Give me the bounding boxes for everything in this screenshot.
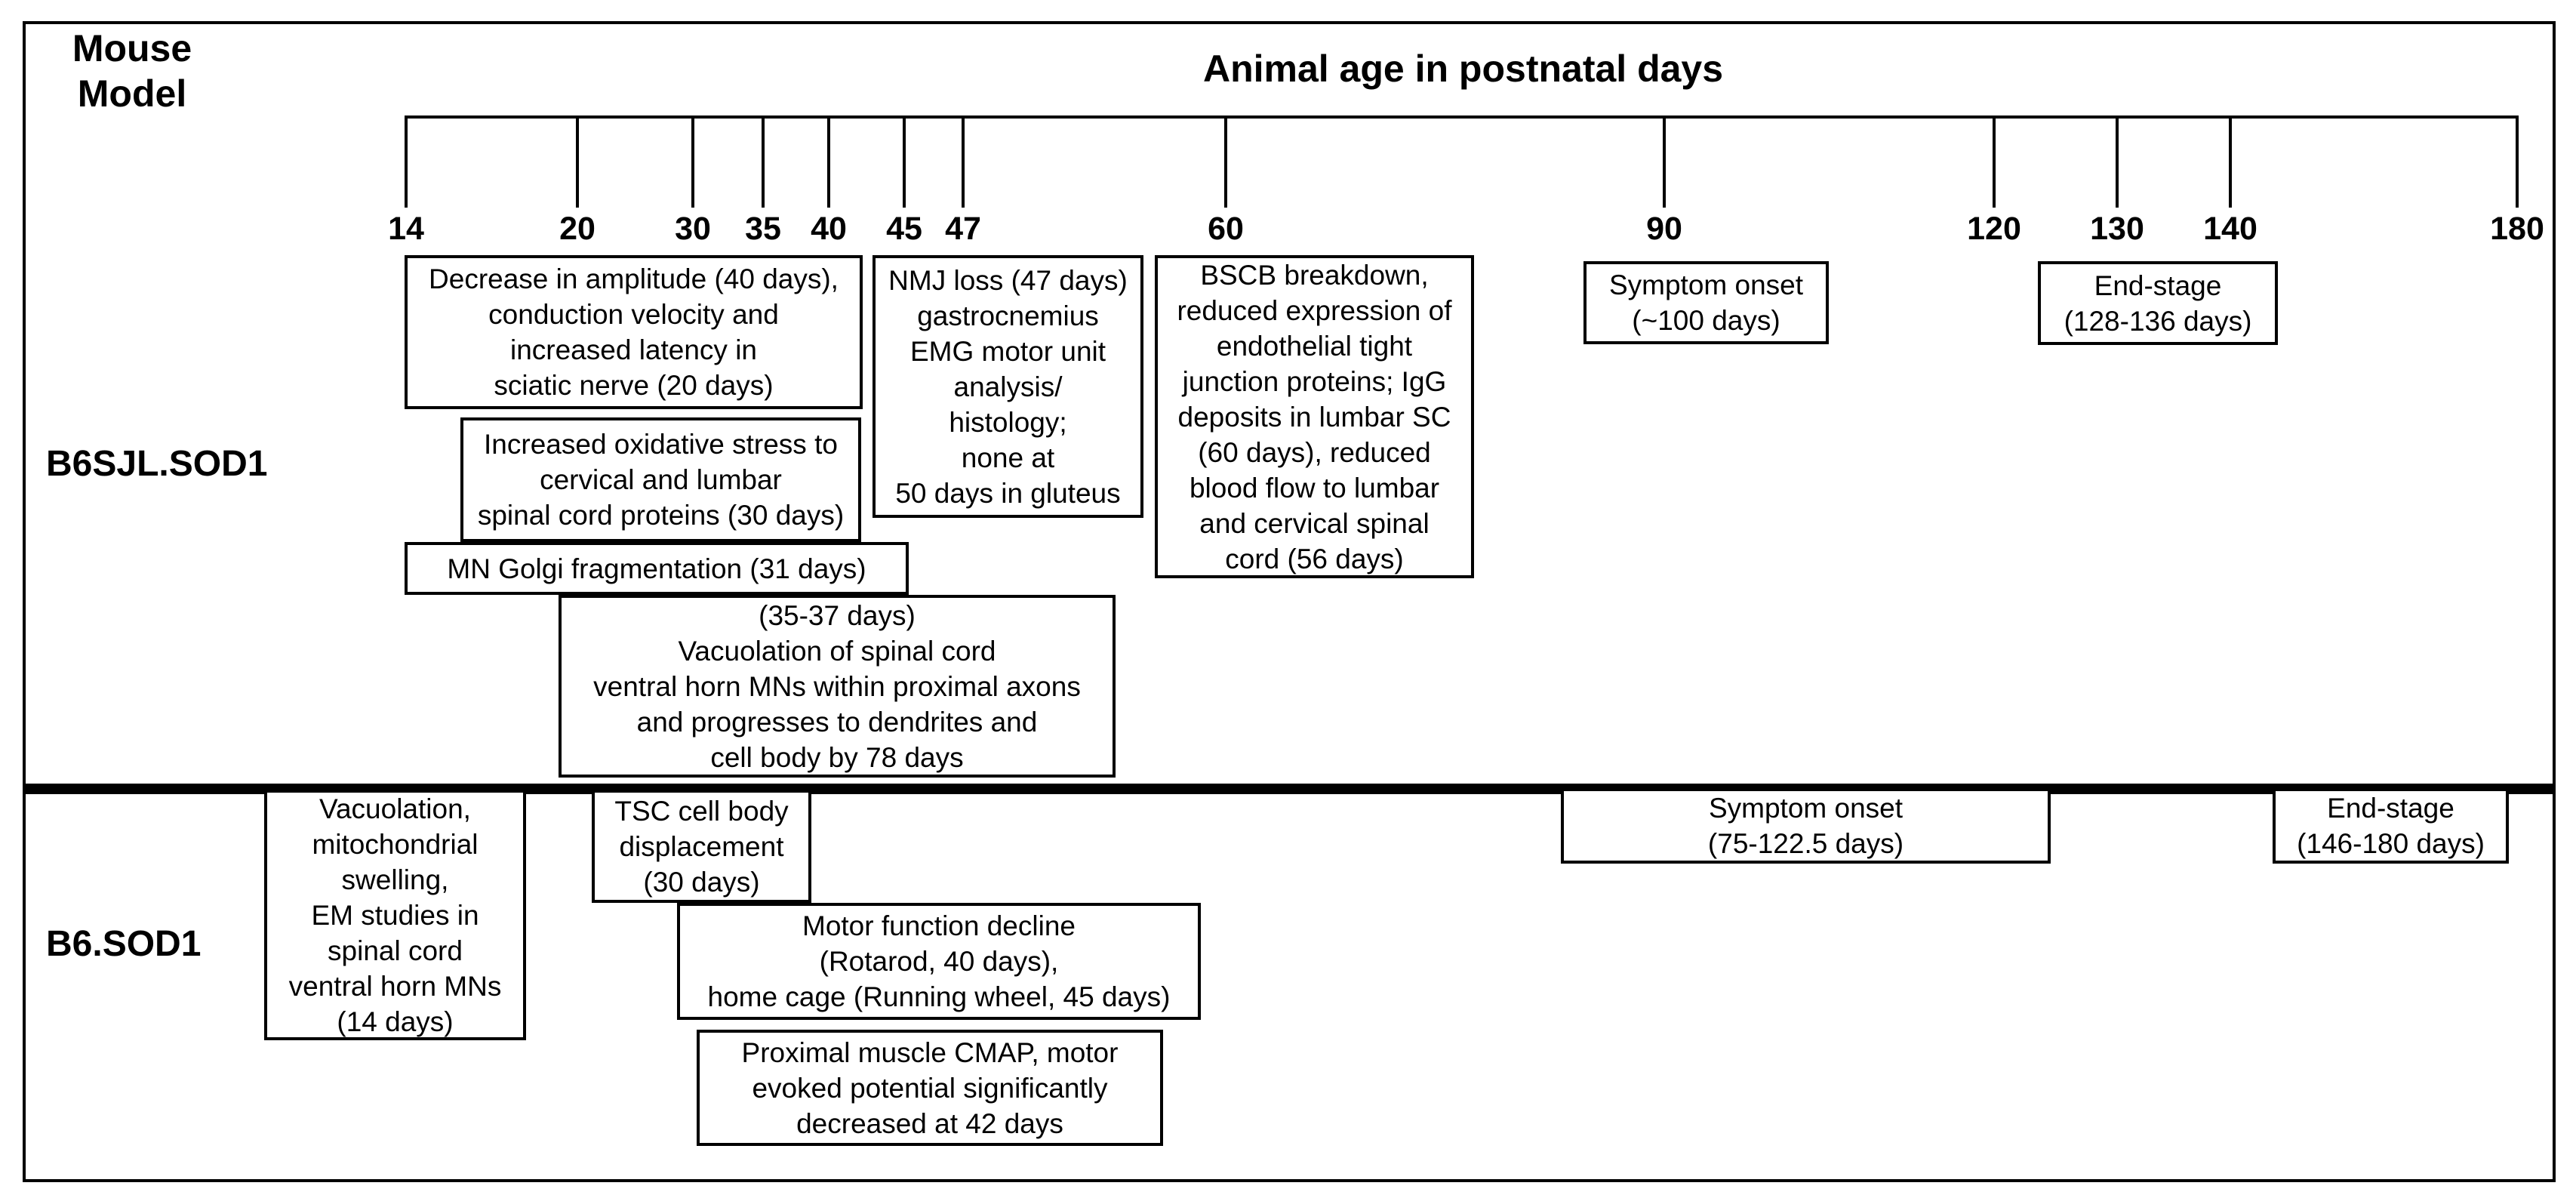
tick-mark [2116, 115, 2119, 208]
event-box-nmj-loss: NMJ loss (47 days) gastrocnemius EMG mot… [873, 255, 1143, 518]
tick-label-30: 30 [675, 211, 711, 247]
event-box-end-stage-b6sjl: End-stage (128-136 days) [2038, 261, 2278, 345]
event-box-cmap-decrease: Proximal muscle CMAP, motor evoked poten… [697, 1030, 1163, 1146]
tick-label-60: 60 [1208, 211, 1244, 247]
row-label-b6-sod1: B6.SOD1 [46, 924, 202, 964]
event-box-symptom-onset-b6sjl: Symptom onset (~100 days) [1583, 261, 1829, 344]
tick-label-45: 45 [886, 211, 922, 247]
tick-mark [962, 115, 965, 208]
tick-label-180: 180 [2490, 211, 2544, 247]
tick-mark [1663, 115, 1666, 208]
row-label-b6sjl-sod1: B6SJL.SOD1 [46, 444, 268, 484]
tick-label-40: 40 [811, 211, 847, 247]
tick-label-140: 140 [2203, 211, 2257, 247]
event-box-vacuolation-spinal-cord: (35-37 days) Vacuolation of spinal cord … [559, 595, 1116, 778]
tick-mark [576, 115, 579, 208]
event-box-tsc-displacement: TSC cell body displacement (30 days) [592, 790, 811, 903]
tick-mark [762, 115, 765, 208]
event-box-golgi-fragmentation: MN Golgi fragmentation (31 days) [405, 542, 909, 595]
tick-label-35: 35 [745, 211, 781, 247]
tick-mark [2516, 115, 2519, 208]
tick-mark [691, 115, 694, 208]
axis-title: Animal age in postnatal days [1202, 48, 1724, 90]
tick-label-47: 47 [945, 211, 981, 247]
tick-mark [903, 115, 906, 208]
tick-mark [2229, 115, 2232, 208]
timeline-axis [406, 115, 2519, 119]
event-box-bscb-breakdown: BSCB breakdown, reduced expression of en… [1155, 255, 1474, 578]
event-box-end-stage-b6: End-stage (146-180 days) [2273, 788, 2509, 864]
event-box-symptom-onset-b6: Symptom onset (75-122.5 days) [1561, 788, 2051, 864]
tick-mark [405, 115, 408, 208]
tick-mark [827, 115, 830, 208]
tick-label-120: 120 [1967, 211, 2021, 247]
event-box-vacuolation-em: Vacuolation, mitochondrial swelling, EM … [264, 790, 526, 1040]
event-box-oxidative-stress: Increased oxidative stress to cervical a… [460, 417, 861, 542]
event-box-motor-function-decline: Motor function decline (Rotarod, 40 days… [677, 903, 1201, 1020]
tick-label-130: 130 [2090, 211, 2144, 247]
tick-label-20: 20 [559, 211, 596, 247]
tick-label-90: 90 [1646, 211, 1682, 247]
tick-mark [1993, 115, 1996, 208]
tick-mark [1224, 115, 1227, 208]
tick-label-14: 14 [388, 211, 424, 247]
event-box-sciatic-nerve: Decrease in amplitude (40 days), conduct… [405, 255, 863, 409]
mouse-model-header: Mouse Model [72, 27, 192, 115]
